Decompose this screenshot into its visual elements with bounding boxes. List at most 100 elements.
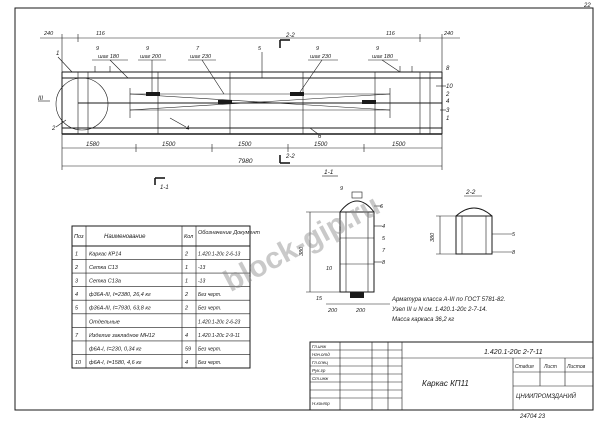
- spec-cell-pos: 7: [75, 333, 79, 339]
- spec-cell-name: Сетка С13а: [89, 279, 121, 285]
- notes: Арматура класса А-III по ГОСТ 5781-82. У…: [391, 297, 505, 323]
- node-circle: [55, 77, 109, 131]
- spec-cell-qty: 2: [184, 292, 188, 298]
- leader-2: шаг 180: [98, 54, 120, 60]
- section-22-title: 2-2: [465, 189, 476, 196]
- sec22-ref-8: 8: [512, 250, 516, 256]
- sheet-frame: [14, 7, 594, 411]
- spec-header-pos: Поз: [74, 234, 84, 240]
- leader-1: 9: [96, 46, 99, 52]
- tb-sheets: Листов: [566, 364, 586, 370]
- tb-sheet: Лист: [543, 364, 557, 370]
- spec-cell-qty: 2: [184, 251, 188, 257]
- ref-2: 2: [51, 126, 56, 132]
- leader-7: 9: [316, 46, 319, 52]
- spec-cell-qty: 1: [185, 279, 188, 285]
- item-title: Каркас КП11: [422, 379, 469, 388]
- spec-cell-qty: 1: [185, 265, 188, 271]
- spec-header-doc: Обозначение Документ: [198, 230, 260, 236]
- spec-cell-name: ф6А-I, ℓ=1580, 4,6 кг: [89, 360, 142, 366]
- leader-6: шаг 230: [190, 54, 212, 60]
- spec-cell-doc: -13: [198, 279, 205, 285]
- top-dim-2: 116: [96, 31, 106, 37]
- spec-cell-name: Изделие закладное МН12: [89, 333, 155, 339]
- plan-dim-1: 1580: [86, 142, 100, 148]
- spec-cell-pos: 1: [75, 251, 78, 257]
- section-ref-4: 4: [382, 224, 385, 230]
- spec-cell-doc: 1.420.1-20с 2-6-23: [198, 319, 240, 325]
- tb-row-3: Гл.спец: [312, 360, 328, 365]
- ref-1: 1: [56, 51, 59, 57]
- leader-10: 9: [376, 46, 379, 52]
- sec22-dim: 380: [430, 232, 436, 242]
- spec-cell-qty: 4: [185, 333, 188, 339]
- note-line-3: Масса каркаса 36,2 кг: [392, 317, 454, 323]
- cut-mark-bottom: 2-2: [285, 154, 295, 160]
- leader-9: 5: [258, 46, 262, 52]
- top-dim-4: 240: [443, 31, 454, 37]
- tb-org: ЦНИИПРОМЗДАНИЙ: [516, 392, 577, 400]
- section-2-2: 2-2 380 5 8: [430, 189, 516, 256]
- spec-cell-pos: 10: [75, 360, 82, 366]
- section-ref-10: 10: [326, 266, 333, 272]
- ref-10: 1: [446, 116, 449, 122]
- leader-11: шаг 180: [372, 54, 394, 60]
- ref-9: 2: [445, 92, 450, 98]
- tb-row-2: Нач.отд: [312, 352, 330, 357]
- plan-dim-total: 7980: [238, 158, 253, 165]
- spec-cell-qty: 4: [185, 360, 188, 366]
- tb-row-5: Ст.инж: [312, 376, 329, 381]
- plan-dim-4: 1500: [314, 142, 328, 148]
- stamp-bottom: 24704 23: [519, 414, 546, 420]
- section-ref-7: 7: [382, 248, 386, 254]
- top-dim-1: 240: [43, 31, 54, 37]
- leader-3: 9: [146, 46, 149, 52]
- spec-cell-qty: 2: [184, 306, 188, 312]
- spec-cell-pos: 3: [75, 279, 79, 285]
- section-ref-9: 9: [340, 186, 343, 192]
- ref-6: 10: [446, 84, 453, 90]
- spec-cell-name: ф36А-III, ℓ=7930, 63,8 кг: [89, 306, 151, 312]
- leader-5: 7: [196, 46, 200, 52]
- section-ref-5: 5: [382, 236, 386, 242]
- spec-cell-name: Сетка С13: [89, 265, 119, 271]
- section-ref-8: 8: [382, 260, 386, 266]
- plan-dim-3: 1500: [238, 142, 252, 148]
- top-dim-3: 116: [386, 31, 396, 37]
- ref-5: 8: [446, 66, 450, 72]
- section-dim-15: 15: [316, 296, 323, 302]
- designation: 1.420.1-20с 2-7-11: [484, 349, 543, 356]
- cut-mark-top: 2-2: [285, 33, 295, 39]
- section-dim-200b: 200: [355, 308, 366, 314]
- spec-cell-doc: 1.420.1-20с 2-6-13: [198, 251, 240, 257]
- spec-cell-pos: 5: [75, 306, 79, 312]
- spec-cell-qty: 59: [185, 346, 191, 352]
- spec-cell-name: ф6А-I, ℓ=230, 0,34 кг: [89, 346, 142, 352]
- watermark: block-gip.ru: [218, 189, 385, 299]
- spec-cell-doc: Без черт.: [198, 360, 221, 366]
- spec-cell-doc: 1.420.1-20с 2-9-11: [198, 333, 240, 339]
- tb-row-1: Гл.инж: [312, 344, 327, 349]
- note-line-1: Арматура класса А-III по ГОСТ 5781-82.: [391, 297, 505, 303]
- note-line-2: Узел III и N см. 1.420.1-20с 2-7-14.: [391, 307, 487, 313]
- spec-cell-doc: Без черт.: [198, 292, 221, 298]
- leader-8: шаг 230: [310, 54, 332, 60]
- spec-cell-name: ф36А-III, ℓ=2380, 26,4 кг: [89, 292, 151, 298]
- spec-cell-doc: Без черт.: [198, 346, 221, 352]
- view-title: 1-1: [324, 169, 334, 176]
- ref-7: 4: [446, 99, 450, 105]
- tb-sub-label: Н.контр: [312, 401, 330, 406]
- spec-header-qty: Кол: [184, 234, 193, 240]
- section-ref-6: 6: [380, 204, 384, 210]
- spec-cell-name: Каркас КР14: [89, 251, 121, 257]
- spec-cell-pos: 2: [74, 265, 78, 271]
- plan-dim-2: 1500: [162, 142, 176, 148]
- ref-4: 6: [318, 134, 322, 140]
- sheet-corner-number: 22: [583, 3, 591, 9]
- spec-cell-name: Отдельные: [89, 319, 120, 325]
- section-1-1: 1-1 380 200 200 15 9 6 4 5 7 8 10: [299, 169, 390, 314]
- section-dim-380: 380: [299, 246, 305, 256]
- ref-8: 3: [446, 108, 450, 114]
- spec-header-name: Наименование: [104, 234, 146, 240]
- plan-dim-5: 1500: [392, 142, 406, 148]
